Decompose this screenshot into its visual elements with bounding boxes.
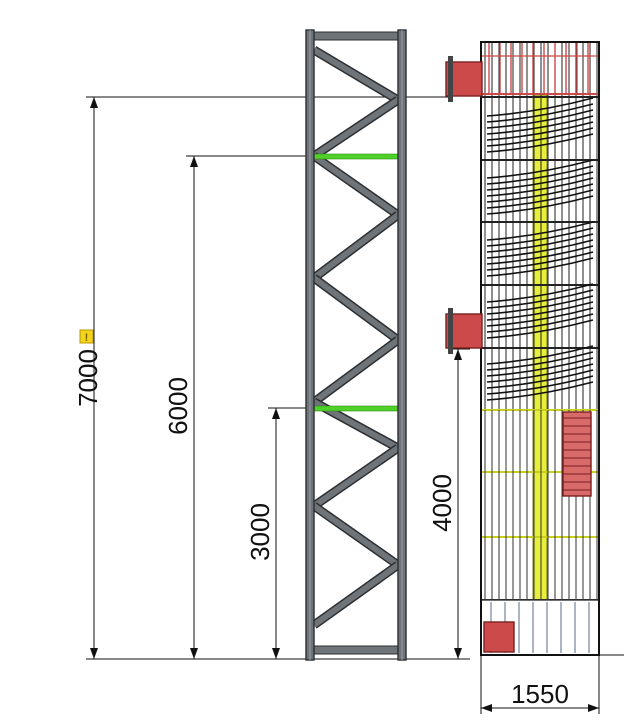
stair-tread	[486, 245, 594, 265]
dim-label-6000: 6000	[163, 377, 193, 435]
bracket-plate	[448, 308, 453, 354]
stair-tread	[486, 233, 594, 253]
truss-bottom-plate	[305, 645, 407, 655]
truss-diagonal	[312, 503, 400, 568]
stair-tread	[486, 301, 594, 321]
truss-diagonal	[312, 562, 400, 628]
truss-diagonal	[312, 445, 400, 509]
platform-beam	[313, 405, 399, 412]
stair-tread	[486, 239, 594, 259]
truss-diagonal	[312, 47, 400, 103]
stair-tower	[445, 41, 600, 656]
svg-text:!: !	[85, 332, 89, 344]
truss-column	[305, 29, 407, 661]
stair-tread	[486, 159, 594, 179]
stair-tread	[486, 313, 594, 333]
stair-tread	[486, 319, 594, 339]
stair-tread	[486, 283, 594, 303]
bracket-plate	[448, 56, 453, 102]
stair-tread	[486, 133, 594, 153]
stair-tread	[486, 375, 594, 395]
warning-marker[interactable]: !	[79, 329, 94, 344]
stair-tread	[486, 189, 594, 209]
dim-label-1550: 1550	[511, 679, 569, 709]
stair-tread	[486, 345, 594, 365]
stair-tread	[486, 307, 594, 327]
truss-diagonal	[312, 212, 400, 281]
truss-diagonal	[312, 337, 400, 405]
base-box	[483, 621, 515, 653]
truss-diagonal	[312, 97, 400, 159]
stair-tread	[486, 251, 594, 271]
stair-tread	[486, 97, 594, 117]
platform-beam	[313, 153, 399, 160]
stair-tread	[486, 103, 594, 123]
dim-label-4000: 4000	[427, 474, 457, 532]
truss-diagonal	[312, 153, 400, 218]
stair-tread	[486, 357, 594, 377]
stair-tread	[486, 289, 594, 309]
dimension-lines	[86, 96, 624, 714]
stair-tread	[486, 171, 594, 191]
stair-tread	[486, 221, 594, 241]
truss-diagonal	[312, 275, 400, 343]
stair-tread	[486, 257, 594, 277]
dimension-arrows	[90, 97, 599, 712]
warning-icon	[79, 329, 94, 344]
stair-tread	[486, 127, 594, 147]
stair-tread	[486, 363, 594, 383]
stair-tread	[486, 381, 594, 401]
stair-tread	[486, 177, 594, 197]
stair-tread	[486, 195, 594, 215]
stair-tread	[486, 351, 594, 371]
stair-tread	[486, 109, 594, 129]
stair-tread	[486, 369, 594, 389]
stair-tread	[486, 183, 594, 203]
stair-tread	[486, 295, 594, 315]
stair-tread	[486, 227, 594, 247]
dim-label-7000: 7000	[73, 349, 103, 407]
side-ladder	[562, 411, 592, 497]
stair-tread	[486, 115, 594, 135]
stair-tread	[486, 165, 594, 185]
dim-label-3000: 3000	[245, 503, 275, 561]
truss-top-plate	[305, 31, 407, 41]
stair-tread	[486, 121, 594, 141]
